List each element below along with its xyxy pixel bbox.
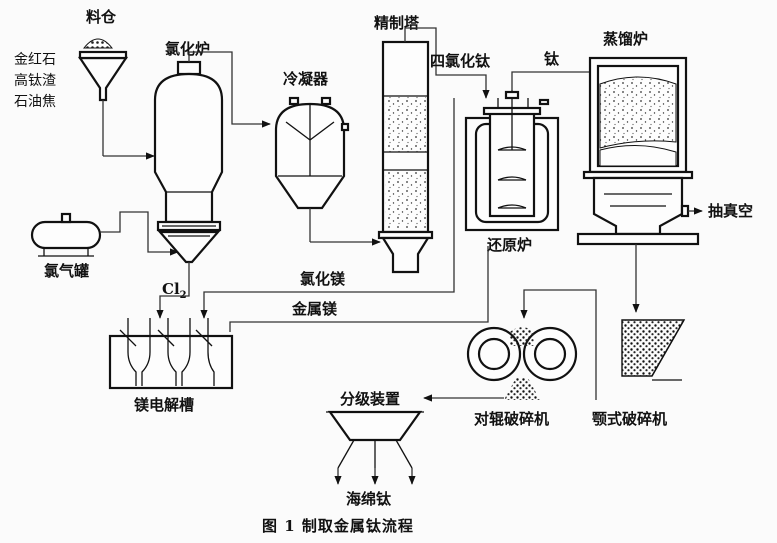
chlorinator	[153, 60, 224, 264]
electrolytic-cell	[108, 318, 234, 390]
feed-label-rutile: 金红石	[14, 52, 56, 68]
reduction-furnace-label: 还原炉	[486, 236, 532, 254]
condenser-label: 冷凝器	[283, 70, 329, 88]
metal-mg-label: 金属镁	[291, 300, 338, 318]
chlorine-tank-label: 氯气罐	[44, 262, 89, 280]
jaw-crusher-label: 颚式破碎机	[592, 410, 667, 428]
refining-tower	[377, 40, 434, 274]
distillation-furnace	[576, 56, 700, 246]
mgcl2-label: 氯化镁	[300, 270, 346, 288]
refining-tower-label: 精制塔	[374, 14, 420, 32]
distillation-furnace-label: 蒸馏炉	[603, 30, 648, 48]
feed-label-coke: 石油焦	[14, 94, 56, 110]
roll-crusher	[466, 326, 578, 400]
classifier	[326, 410, 424, 469]
jaw-crusher	[621, 319, 686, 381]
electrolytic-cell-label: 镁电解槽	[134, 396, 194, 414]
hopper-label: 料仓	[86, 8, 117, 26]
chlorine-tank	[30, 212, 102, 257]
condenser	[274, 96, 350, 242]
vacuum-label: 抽真空	[708, 202, 753, 220]
sponge-ti-label: 海绵钛	[346, 490, 392, 508]
roll-crusher-label: 对辊破碎机	[474, 410, 549, 428]
ticl4-label: 四氯化钛	[430, 52, 491, 70]
cl2-label: Cl2	[162, 280, 187, 301]
hopper	[77, 38, 129, 156]
titanium-label: 钛	[544, 50, 560, 68]
classifier-label: 分级装置	[340, 390, 400, 408]
chlorinator-label: 氯化炉	[165, 40, 210, 58]
feed-label-slag: 高钛渣	[14, 72, 56, 89]
figure-caption: 图 1 制取金属钛流程	[262, 517, 414, 535]
reduction-furnace	[464, 90, 560, 232]
